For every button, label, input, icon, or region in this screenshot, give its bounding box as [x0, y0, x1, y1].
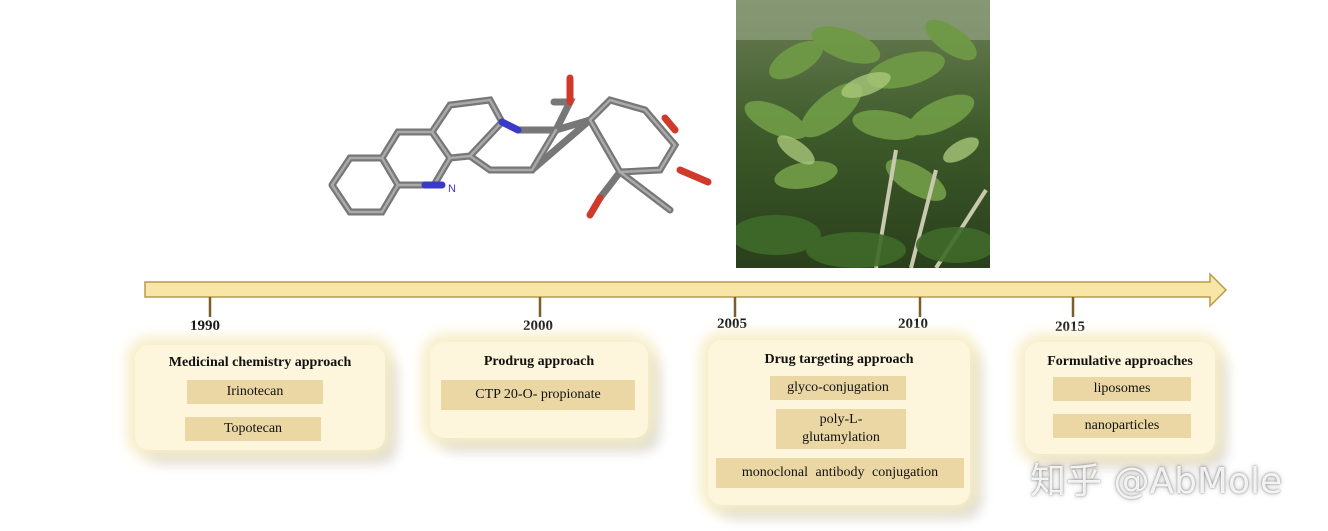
- year-label-2010: 2010: [898, 316, 928, 332]
- tag-irinotecan: Irinotecan: [187, 380, 323, 404]
- year-label-1990: 1990: [190, 318, 220, 334]
- prodrug-box: Prodrug approach CTP 20-O- propionate: [430, 342, 648, 438]
- timeline-ticks: [208, 297, 1075, 317]
- box-title: Medicinal chemistry approach: [168, 355, 352, 370]
- timeline-arrow: [144, 272, 1228, 317]
- drug-targeting-box: Drug targeting approach glyco-conjugatio…: [708, 340, 970, 505]
- tag-topotecan: Topotecan: [185, 417, 321, 441]
- molecule-structure: N: [328, 74, 712, 219]
- formulative-box: Formulative approaches liposomes nanopar…: [1025, 342, 1215, 454]
- tag-liposomes: liposomes: [1053, 377, 1191, 401]
- box-title: Drug targeting approach: [764, 352, 914, 367]
- year-label-2005: 2005: [717, 316, 747, 332]
- nitrogen-atom-label: N: [448, 183, 456, 195]
- plant-photo: [736, 0, 990, 268]
- tag-nanoparticles: nanoparticles: [1053, 414, 1191, 438]
- tag-poly-l-glutamylation: poly-L-glutamylation: [776, 409, 906, 449]
- tag-monoclonal-antibody-conjugation: monoclonal antibody conjugation: [716, 458, 964, 488]
- year-label-2000: 2000: [523, 318, 553, 334]
- watermark-text: 知乎 @AbMole: [1030, 461, 1283, 502]
- year-label-2015: 2015: [1055, 319, 1085, 335]
- medicinal-chemistry-box: Medicinal chemistry approach Irinotecan …: [135, 345, 385, 450]
- tag-ctp-propionate: CTP 20-O- propionate: [441, 380, 635, 410]
- box-title: Formulative approaches: [1047, 354, 1193, 369]
- box-title: Prodrug approach: [483, 354, 595, 369]
- tag-glyco-conjugation: glyco-conjugation: [770, 376, 906, 400]
